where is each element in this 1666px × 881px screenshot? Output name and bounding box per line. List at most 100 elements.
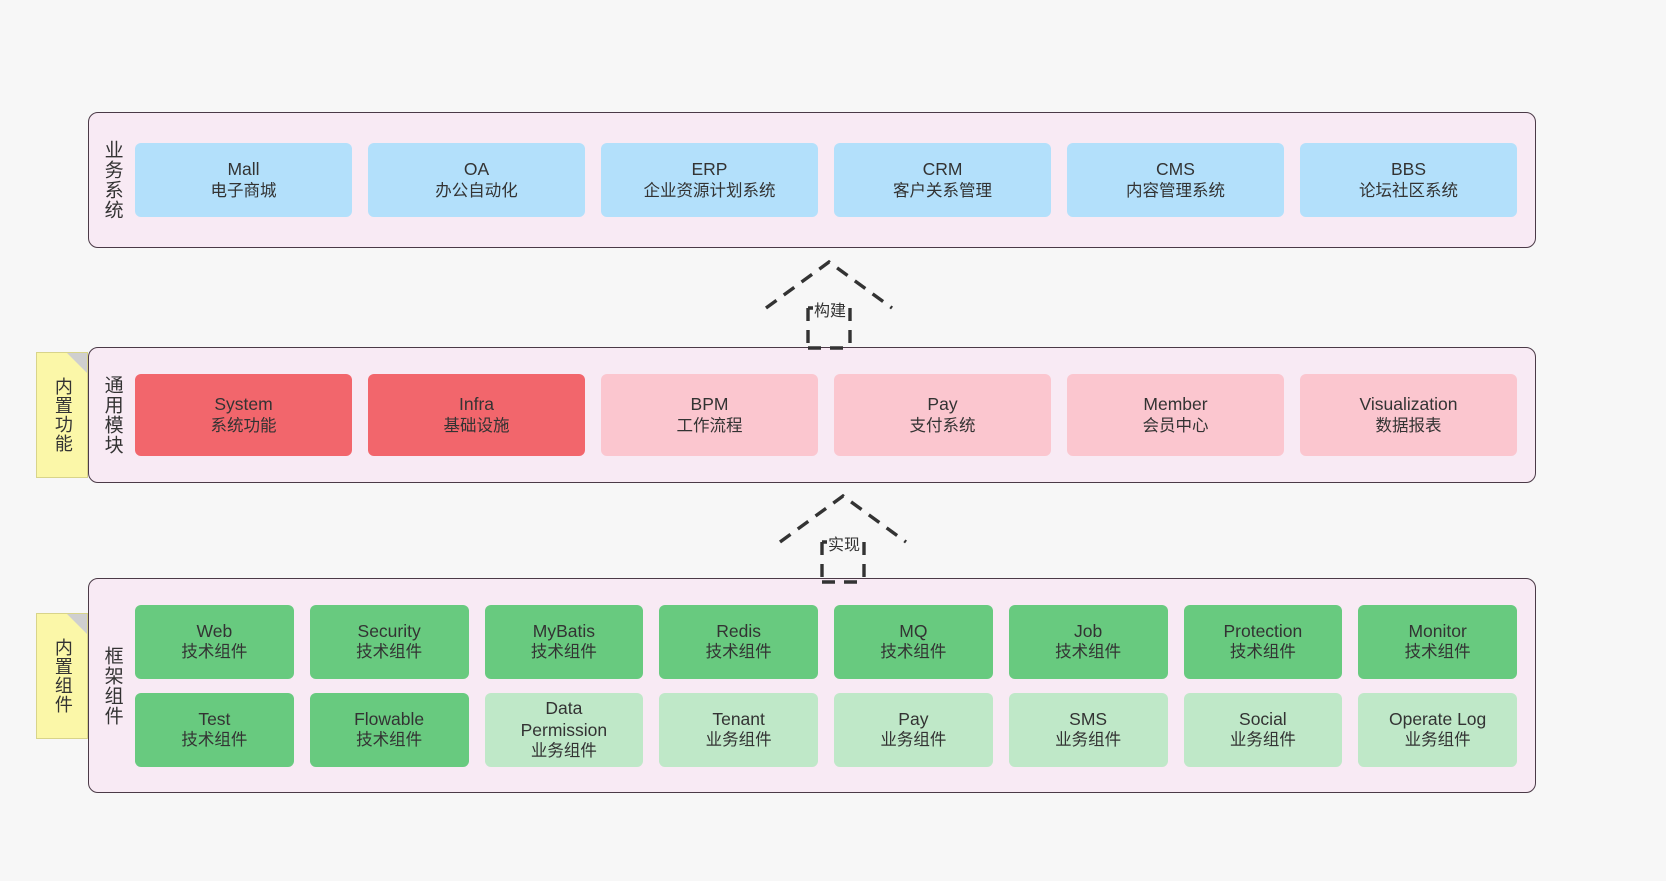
card-title: Monitor xyxy=(1408,620,1467,641)
layer-general-modules[interactable]: 通用模块 System 系统功能 Infra 基础设施 BPM 工作流程 Pay… xyxy=(88,347,1536,483)
business-card-crm[interactable]: CRM 客户关系管理 xyxy=(834,143,1051,217)
module-card-member[interactable]: Member 会员中心 xyxy=(1067,374,1284,456)
card-subtitle: 技术组件 xyxy=(1404,643,1471,662)
framework-card-protection[interactable]: Protection 技术组件 xyxy=(1183,604,1343,679)
business-card-bbs[interactable]: BBS 论坛社区系统 xyxy=(1300,143,1517,217)
card-title: Redis xyxy=(716,620,761,641)
module-card-bpm[interactable]: BPM 工作流程 xyxy=(601,374,818,456)
arrow-implement: 实现 xyxy=(770,488,916,584)
framework-card-security[interactable]: Security 技术组件 xyxy=(309,604,469,679)
module-card-infra[interactable]: Infra 基础设施 xyxy=(368,374,585,456)
card-subtitle: 技术组件 xyxy=(181,643,248,662)
layer-body-business-system: Mall 电子商城 OA 办公自动化 ERP 企业资源计划系统 CRM 客户关系… xyxy=(135,113,1535,247)
framework-card-redis[interactable]: Redis 技术组件 xyxy=(659,604,818,679)
card-title: Tenant xyxy=(712,708,765,729)
card-subtitle: 业务组件 xyxy=(880,731,947,750)
layer-business-system[interactable]: 业务系统 Mall 电子商城 OA 办公自动化 ERP 企业资源计划系统 CRM… xyxy=(88,112,1536,248)
card-title: MQ xyxy=(899,620,928,641)
note-fold-corner xyxy=(67,353,87,373)
framework-card-job[interactable]: Job 技术组件 xyxy=(1008,604,1168,679)
framework-card-row-1: Web 技术组件 Security 技术组件 MyBatis 技术组件 Redi… xyxy=(135,604,1517,679)
card-subtitle: 技术组件 xyxy=(356,731,423,750)
card-subtitle: 支付系统 xyxy=(909,416,976,435)
card-title: BPM xyxy=(690,394,729,415)
framework-card-monitor[interactable]: Monitor 技术组件 xyxy=(1358,604,1517,679)
note-label: 内置组件 xyxy=(52,638,73,714)
framework-card-test[interactable]: Test 技术组件 xyxy=(135,692,294,767)
note-fold-corner xyxy=(67,614,87,634)
card-subtitle: 工作流程 xyxy=(676,416,743,435)
note-built-in-functions[interactable]: 内置功能 xyxy=(36,352,88,478)
card-title: SMS xyxy=(1069,708,1108,729)
card-title: Visualization xyxy=(1359,394,1458,415)
card-subtitle: 技术组件 xyxy=(880,643,947,662)
card-subtitle: 技术组件 xyxy=(705,643,772,662)
card-title: System xyxy=(214,394,273,415)
card-title: ERP xyxy=(691,159,728,180)
framework-card-row-2: Test 技术组件 Flowable 技术组件 Data Permission … xyxy=(135,692,1517,767)
card-subtitle: 业务组件 xyxy=(705,731,772,750)
framework-card-social[interactable]: Social 业务组件 xyxy=(1183,692,1343,767)
business-card-mall[interactable]: Mall 电子商城 xyxy=(135,143,352,217)
card-subtitle: 电子商城 xyxy=(210,181,277,200)
business-card-erp[interactable]: ERP 企业资源计划系统 xyxy=(601,143,818,217)
card-subtitle: 基础设施 xyxy=(443,416,510,435)
card-subtitle: 业务组件 xyxy=(530,742,597,761)
framework-card-mq[interactable]: MQ 技术组件 xyxy=(834,604,993,679)
card-subtitle: 论坛社区系统 xyxy=(1359,181,1458,200)
layer-title-framework-components: 框架组件 xyxy=(101,645,123,726)
card-subtitle: 会员中心 xyxy=(1142,416,1209,435)
card-subtitle: 业务组件 xyxy=(1404,731,1471,750)
card-subtitle: 客户关系管理 xyxy=(893,181,992,200)
business-card-cms[interactable]: CMS 内容管理系统 xyxy=(1067,143,1284,217)
card-title: Operate Log xyxy=(1388,708,1487,729)
arrow-implement-label: 实现 xyxy=(827,531,862,555)
card-title: Pay xyxy=(927,394,958,415)
card-title: Pay xyxy=(898,708,929,729)
framework-card-pay[interactable]: Pay 业务组件 xyxy=(834,692,993,767)
framework-card-operate-log[interactable]: Operate Log 业务组件 xyxy=(1358,692,1517,767)
layer-framework-components[interactable]: 框架组件 Web 技术组件 Security 技术组件 MyBatis 技术组件… xyxy=(88,578,1536,793)
card-title: Job xyxy=(1074,620,1103,641)
module-card-visualization[interactable]: Visualization 数据报表 xyxy=(1300,374,1517,456)
card-subtitle: 企业资源计划系统 xyxy=(643,181,776,200)
business-card-oa[interactable]: OA 办公自动化 xyxy=(368,143,585,217)
card-title: CMS xyxy=(1156,159,1195,180)
card-title: BBS xyxy=(1390,159,1427,180)
business-card-row: Mall 电子商城 OA 办公自动化 ERP 企业资源计划系统 CRM 客户关系… xyxy=(135,143,1517,217)
layer-title-business-system: 业务系统 xyxy=(101,140,123,220)
card-subtitle: 内容管理系统 xyxy=(1126,181,1225,200)
card-title: Protection xyxy=(1223,620,1303,641)
framework-card-sms[interactable]: SMS 业务组件 xyxy=(1008,692,1168,767)
card-subtitle: 数据报表 xyxy=(1375,416,1442,435)
framework-card-flowable[interactable]: Flowable 技术组件 xyxy=(309,692,469,767)
framework-card-mybatis[interactable]: MyBatis 技术组件 xyxy=(484,604,644,679)
card-subtitle: 技术组件 xyxy=(1055,643,1122,662)
card-subtitle: 办公自动化 xyxy=(435,181,518,200)
module-card-row: System 系统功能 Infra 基础设施 BPM 工作流程 Pay 支付系统… xyxy=(135,374,1517,456)
card-title: Flowable xyxy=(354,708,425,729)
framework-card-web[interactable]: Web 技术组件 xyxy=(135,604,294,679)
note-built-in-components[interactable]: 内置组件 xyxy=(36,613,88,739)
module-card-system[interactable]: System 系统功能 xyxy=(135,374,352,456)
layer-body-general-modules: System 系统功能 Infra 基础设施 BPM 工作流程 Pay 支付系统… xyxy=(135,348,1535,482)
card-title: Web xyxy=(196,620,233,641)
note-label: 内置功能 xyxy=(52,377,73,453)
card-title: MyBatis xyxy=(532,620,595,641)
card-title: Social xyxy=(1239,708,1287,729)
card-subtitle: 系统功能 xyxy=(210,416,277,435)
card-title: Test xyxy=(198,708,231,729)
framework-card-tenant[interactable]: Tenant 业务组件 xyxy=(659,692,818,767)
layer-title-general-modules: 通用模块 xyxy=(101,375,123,455)
card-title: Infra xyxy=(458,394,495,415)
card-subtitle: 业务组件 xyxy=(1055,731,1122,750)
module-card-pay[interactable]: Pay 支付系统 xyxy=(834,374,1051,456)
card-title: Mall xyxy=(227,159,260,180)
card-subtitle: 技术组件 xyxy=(356,643,423,662)
card-subtitle: 业务组件 xyxy=(1229,731,1296,750)
card-title: CRM xyxy=(922,159,963,180)
card-subtitle: 技术组件 xyxy=(530,643,597,662)
framework-card-data-permission[interactable]: Data Permission 业务组件 xyxy=(484,692,644,767)
arrow-build: 构建 xyxy=(756,254,902,350)
card-subtitle: 技术组件 xyxy=(1229,643,1296,662)
